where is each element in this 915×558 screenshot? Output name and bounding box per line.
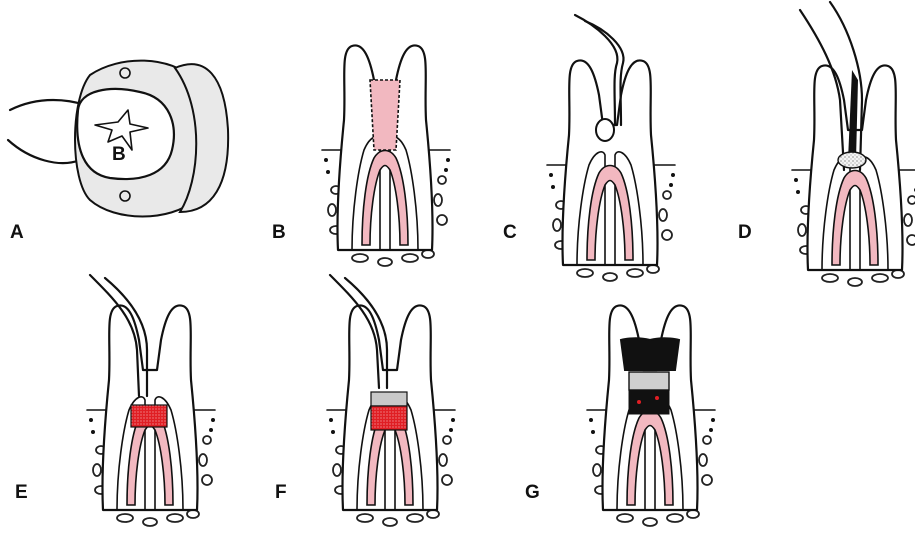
panel-c: C [503,13,676,282]
final-restoration [619,337,681,371]
capping-layer [628,389,670,415]
clamp-hole-lower [119,190,131,202]
pulp-capping-material [370,405,408,431]
panel-label-g: G [525,482,540,503]
irrigation-syringe-edge [828,0,864,172]
placement-instrument [328,273,381,390]
pulp-capping-material [130,404,168,428]
bur-head [595,118,615,142]
capping-fleck [637,400,641,404]
panel-label-d: D [738,222,752,243]
panel-label-f: F [275,482,287,503]
panel-f: F [275,273,456,527]
marker-label: B [112,144,126,165]
adjacent-tooth-outline [8,98,87,112]
adjacent-tooth-outline-lower [6,138,82,165]
syringe-tip [848,70,858,160]
placement-instrument-edge [343,276,389,390]
opened-access [369,79,401,151]
clamp-bow [173,63,230,214]
irrigation-syringe [798,8,846,172]
occlusal-crown [76,87,175,181]
panel-b: B [272,44,451,267]
panel-label-c: C [503,222,517,243]
placement-instrument-edge [103,276,149,398]
panel-e: E [15,273,216,527]
panel-label-b: B [272,222,286,243]
panel-g: G [525,304,716,527]
liner-layer [370,391,408,407]
irrigant [837,151,867,169]
panel-a: B A [6,59,230,243]
clamp-hole-upper [119,67,131,79]
base-layer [628,371,670,391]
instrument-shaft-edge [583,19,625,127]
panel-label-e: E [15,482,28,503]
panel-label-a: A [10,222,24,243]
access-cavity-marker [94,109,149,151]
capping-fleck [655,396,659,400]
panel-d: D [738,0,915,287]
placement-instrument [88,273,141,398]
